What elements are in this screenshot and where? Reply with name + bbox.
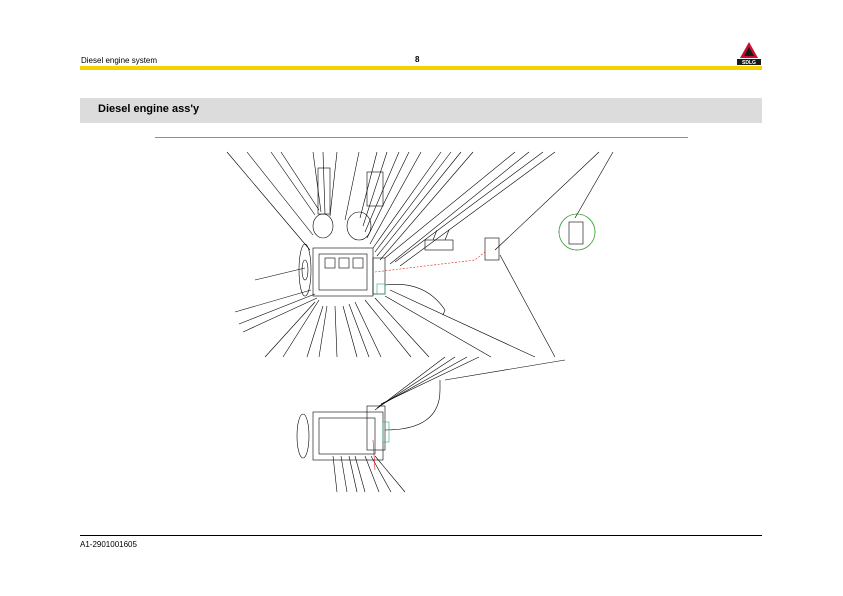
section-heading-bar: Diesel engine ass'y — [80, 98, 762, 123]
header-section-title: Diesel engine system — [81, 56, 158, 65]
footer-rule — [80, 535, 762, 536]
section-title: Diesel engine ass'y — [98, 103, 200, 115]
document-code: A1-2901001605 — [80, 540, 137, 549]
page-number: 8 — [415, 55, 420, 64]
divider-rule — [155, 137, 688, 138]
sdlg-logo: SDLG — [737, 42, 761, 66]
header-yellow-rule — [80, 66, 762, 70]
svg-text:SDLG: SDLG — [742, 60, 756, 66]
engine-assembly-drawing — [226, 151, 614, 493]
